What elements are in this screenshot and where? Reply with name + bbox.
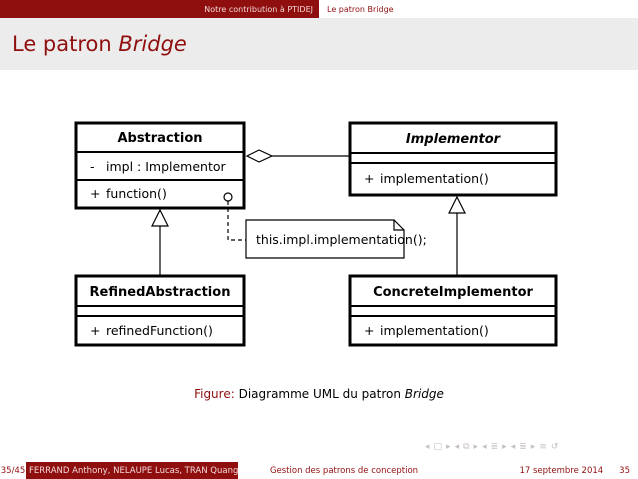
nav-slide-next-icon[interactable]: ▸: [446, 442, 451, 452]
class-refined-abstraction-operation-visibility: +: [90, 323, 100, 338]
nav-subsection-next-icon[interactable]: ▸: [502, 442, 507, 452]
generalization-concrete-triangle: [448, 195, 466, 214]
frame-title: Le patron Bridge: [12, 32, 187, 56]
frame-title-emph: Bridge: [118, 32, 187, 56]
figure-caption-label: Figure:: [194, 387, 235, 401]
nav-frame-prev-icon[interactable]: ◂: [454, 442, 460, 452]
footer-talk-title: Gestion des patrons de conception: [238, 462, 450, 479]
nav-search-icon[interactable]: ↺: [550, 442, 559, 452]
note-anchor: [223, 192, 246, 241]
class-abstraction-attribute-visibility: -: [90, 159, 95, 174]
class-abstraction-operation: function(): [106, 186, 167, 201]
generalization-concrete-implementor: [448, 195, 466, 276]
uml-diagram: Abstraction - impl : Implementor + funct…: [60, 110, 580, 360]
beamer-navigation-symbols: ◂ □ ▸ ◂ ⧉ ▸ ◂ ≣ ▸ ◂ ≣ ▸ ≡ ↺: [425, 440, 558, 454]
nav-align-icon[interactable]: ≡: [539, 442, 547, 452]
class-implementor-operation-visibility: +: [364, 171, 374, 186]
figure-caption-text: Diagramme UML du patron: [238, 387, 405, 401]
uml-note-text: this.impl.implementation();: [256, 232, 427, 247]
slide-position: 35/45: [0, 462, 26, 479]
note-anchor-circle: [223, 192, 233, 202]
nav-frame-icon: ⧉: [463, 442, 470, 452]
class-concrete-implementor-operation-visibility: +: [364, 323, 374, 338]
class-abstraction-name: Abstraction: [117, 131, 202, 146]
section-link[interactable]: Notre contribution à PTIDEJ: [204, 4, 313, 14]
top-navigation-bar: Notre contribution à PTIDEJ Le patron Br…: [0, 0, 638, 18]
nav-section-next-icon[interactable]: ▸: [530, 442, 536, 452]
class-concrete-implementor-name: ConcreteImplementor: [373, 285, 533, 300]
uml-note-fold: [393, 220, 404, 231]
footer-authors: FERRAND Anthony, NELAUPE Lucas, TRAN Qua…: [26, 462, 238, 479]
uml-note: this.impl.implementation();: [245, 219, 427, 259]
nav-subsection-prev-icon[interactable]: ◂: [482, 442, 487, 452]
uml-diagram-svg: Abstraction - impl : Implementor + funct…: [74, 121, 558, 347]
nav-subsection-icon: ≣: [490, 442, 499, 452]
class-implementor-name: Implementor: [406, 132, 502, 147]
class-implementor-operation: implementation(): [380, 171, 489, 186]
class-abstraction: Abstraction - impl : Implementor + funct…: [74, 121, 246, 210]
nav-slide-icon: □: [433, 442, 443, 452]
class-concrete-implementor: ConcreteImplementor + implementation(): [348, 274, 558, 347]
footer-bar: 35/45 FERRAND Anthony, NELAUPE Lucas, TR…: [0, 462, 638, 479]
subsection-link[interactable]: Le patron Bridge: [327, 4, 394, 14]
footer-date: 17 septembre 2014: [519, 465, 604, 476]
class-refined-abstraction: RefinedAbstraction + refinedFunction(): [74, 274, 246, 347]
footer-page-number: 35: [619, 465, 630, 476]
figure-caption-emph: Bridge: [404, 387, 444, 401]
class-refined-abstraction-operation: refinedFunction(): [106, 323, 213, 338]
aggregation-relation: [245, 149, 350, 163]
class-implementor: Implementor + implementation(): [348, 121, 558, 197]
class-abstraction-operation-visibility: +: [90, 186, 100, 201]
footer-date-block: 17 septembre 2014 35: [450, 462, 638, 479]
note-anchor-line: [227, 201, 246, 241]
uml-note-shape: [245, 219, 405, 259]
generalization-refined-triangle: [151, 208, 169, 227]
nav-frame-next-icon[interactable]: ▸: [473, 442, 479, 452]
subsection-nav: Le patron Bridge: [319, 0, 638, 18]
nav-section-icon: ≣: [519, 442, 527, 452]
section-nav: Notre contribution à PTIDEJ: [0, 0, 319, 18]
class-abstraction-attribute: impl : Implementor: [106, 159, 227, 174]
nav-section-prev-icon[interactable]: ◂: [510, 442, 516, 452]
class-concrete-implementor-box: [348, 274, 558, 347]
figure-caption: Figure: Diagramme UML du patron Bridge: [0, 387, 638, 401]
nav-slide-prev-icon[interactable]: ◂: [425, 442, 430, 452]
class-implementor-box: [348, 121, 558, 197]
class-refined-abstraction-name: RefinedAbstraction: [90, 285, 231, 300]
class-abstraction-box: [74, 121, 246, 210]
frame-title-band: Le patron Bridge: [0, 18, 638, 70]
aggregation-diamond: [245, 149, 274, 163]
generalization-refined-abstraction: [151, 208, 169, 276]
class-concrete-implementor-operation: implementation(): [380, 323, 489, 338]
frame-title-plain: Le patron: [12, 32, 119, 56]
